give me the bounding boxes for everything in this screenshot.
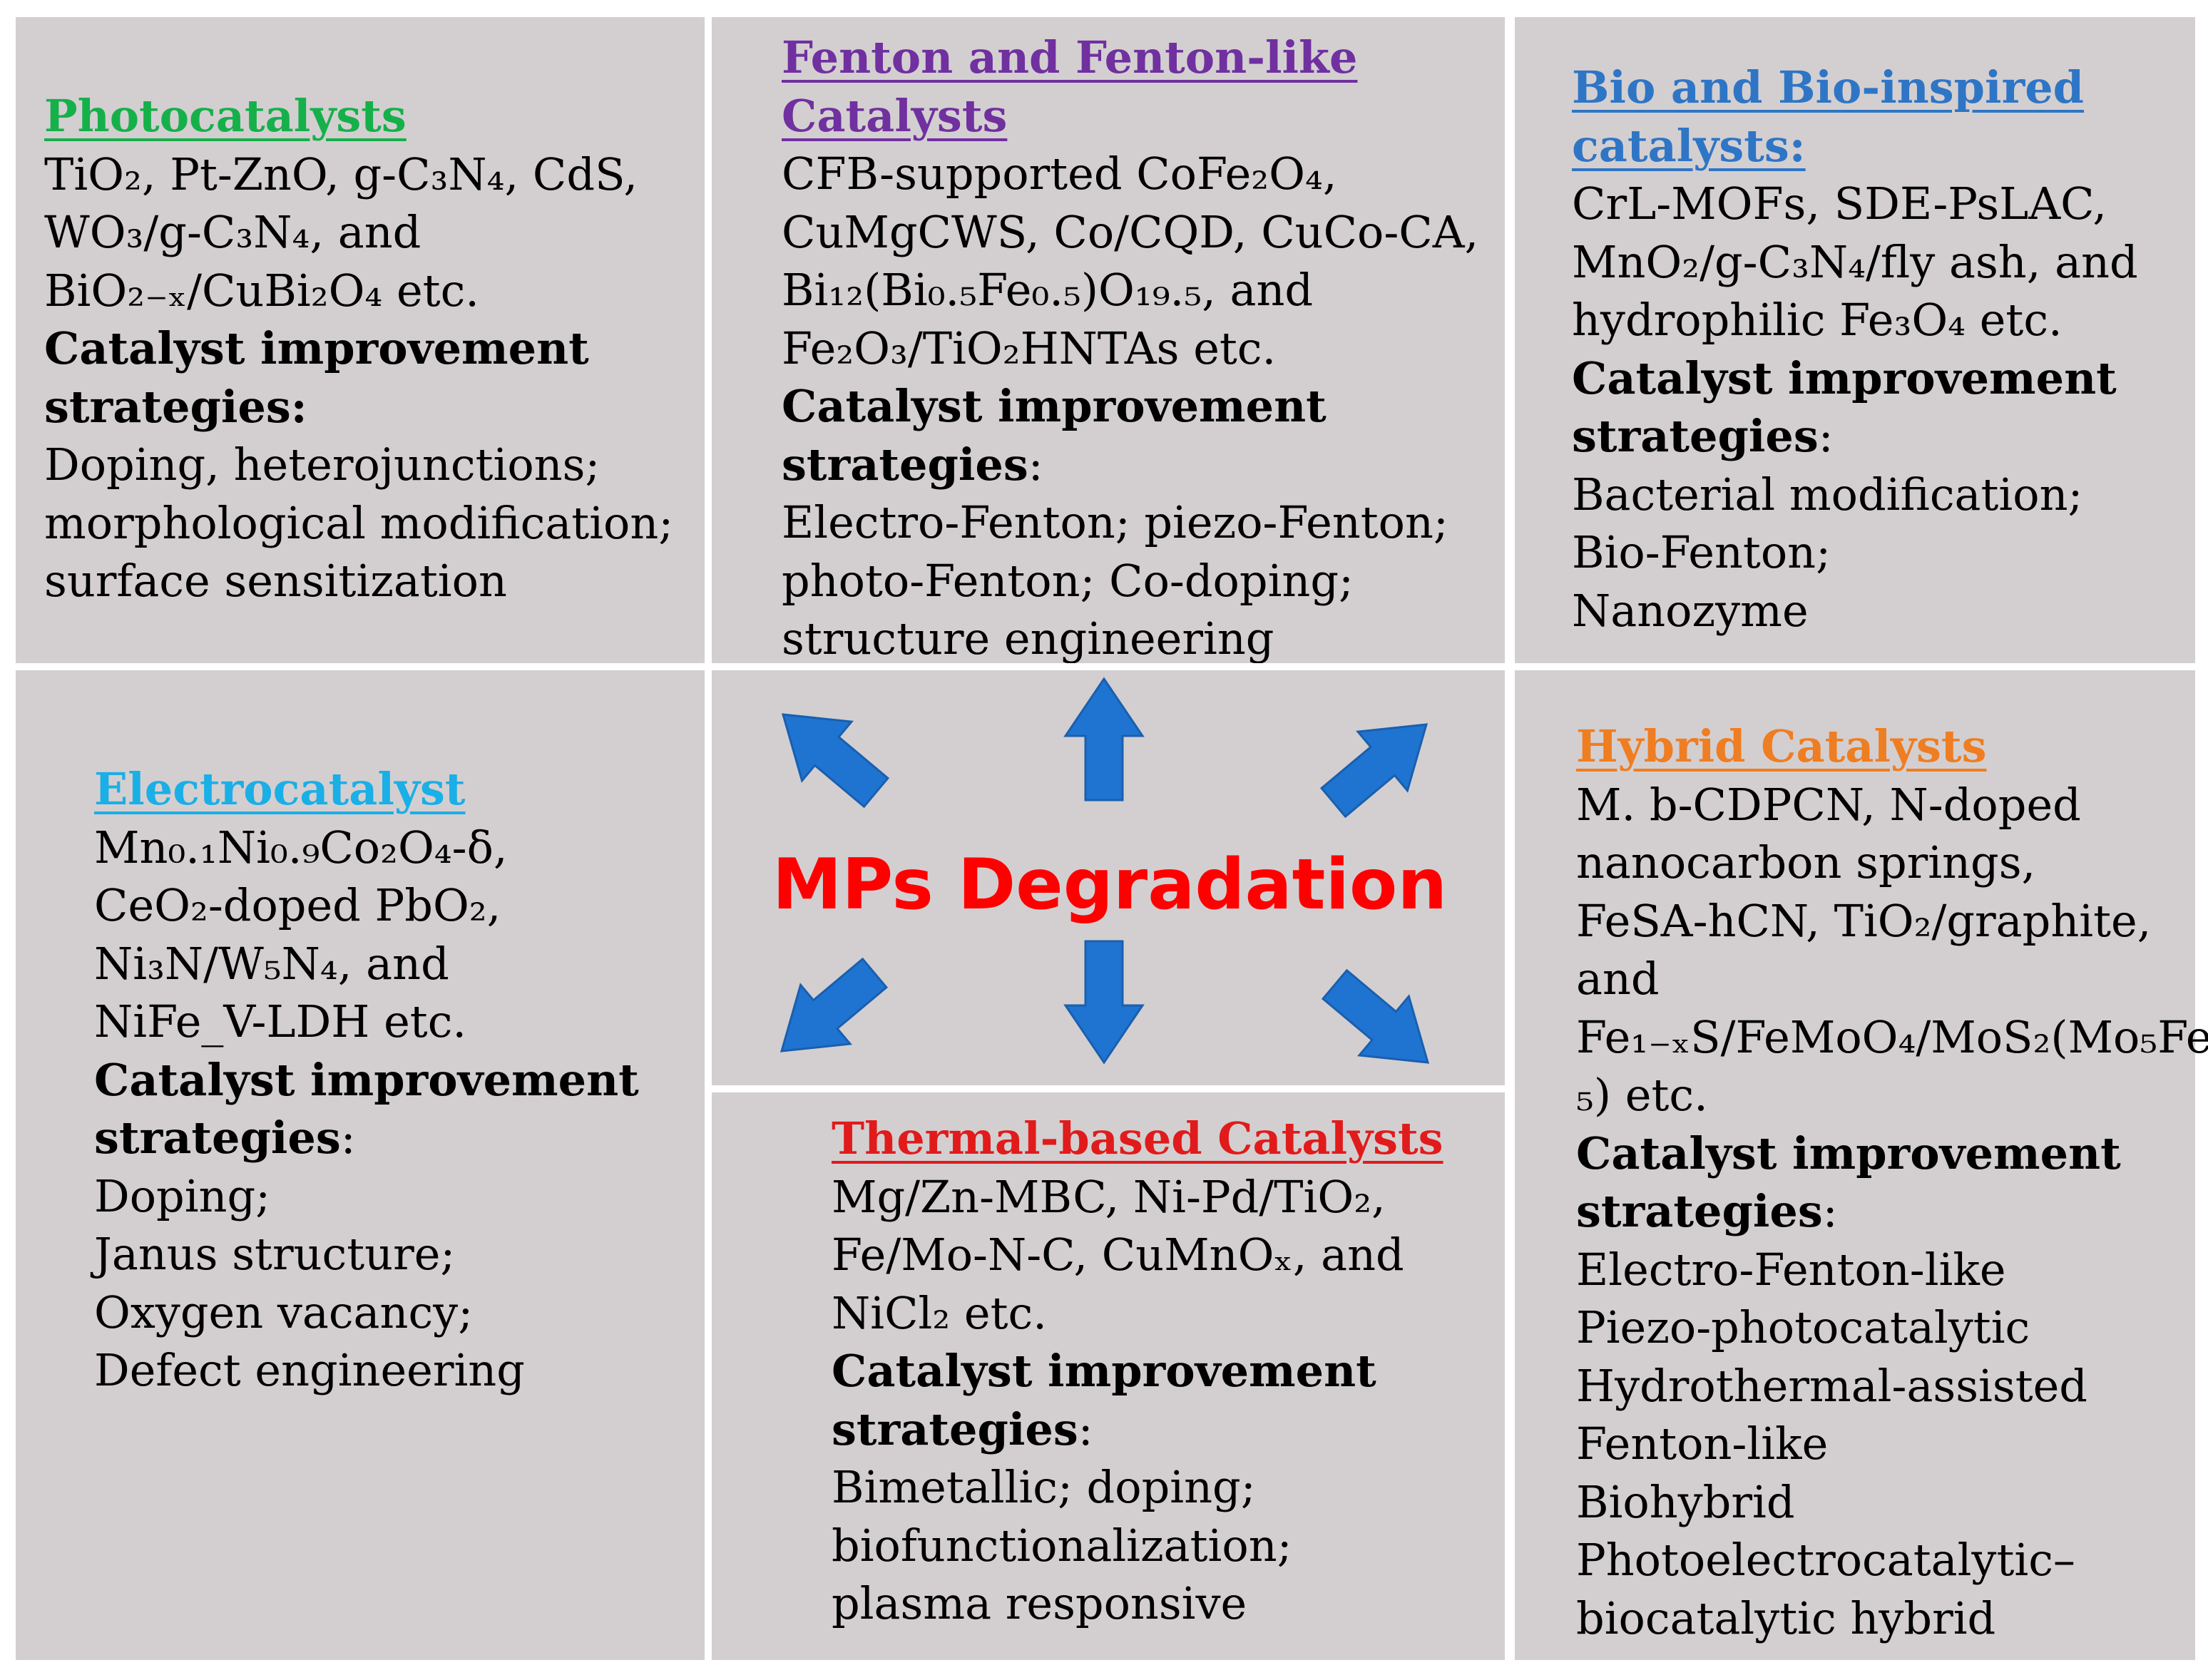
bio-text: Bio and Bio-inspired catalysts: CrL-MOFs… [1572,58,2138,640]
electro-text: Electrocatalyst Mn₀.₁Ni₀.₉Co₂O₄-δ, CeO₂-… [94,760,639,1400]
photocatalysts-strategy-heading: strategies: [44,380,307,433]
fenton-strategy-line: Electro-Fenton; piezo-Fenton; [782,496,1448,548]
divider [1505,17,1515,1660]
bio-strategy-line: Bacterial modification; [1572,468,2083,521]
fenton-strategy-heading: Catalyst improvement [782,380,1327,432]
panel-electrocatalyst [16,670,705,1660]
thermal-strategy-heading: strategies [832,1403,1078,1455]
photocatalysts-strategy-line: morphological modification; [44,496,674,549]
photocatalysts-title: Photocatalysts [44,90,407,142]
photocatalysts-strategy-line: Doping, heterojunctions; [44,439,600,491]
electro-line: Mn₀.₁Ni₀.₉Co₂O₄-δ, [94,821,508,874]
fenton-title: Catalysts [782,89,1008,142]
photocatalysts-strategy-heading: Catalyst improvement [44,322,589,374]
fenton-line: Fe₂O₃/TiO₂HNTAs etc. [782,322,1277,374]
hybrid-strategy-line: Fenton-like [1576,1418,1829,1470]
hybrid-strategy-line: biocatalytic hybrid [1576,1592,1996,1644]
arrow-down-left-icon [755,942,901,1082]
thermal-strategy-line: biofunctionalization; [832,1519,1292,1572]
electro-title: Electrocatalyst [94,763,466,815]
bio-strategy-heading: Catalyst improvement [1572,352,2117,404]
fenton-strategy-heading: strategies [782,438,1028,491]
arrow-down-right-icon [1309,953,1454,1093]
electro-strategy-line: Defect engineering [94,1344,525,1396]
fenton-title: Fenton and Fenton-like [782,31,1358,83]
fenton-strategy-line: photo-Fenton; Co-doping; [782,554,1354,607]
electro-strategy-line: Janus structure; [94,1228,456,1280]
fenton-strategy-line: structure engineering [782,613,1274,665]
panel-bio [1515,17,2195,663]
hybrid-strategy-heading: Catalyst improvement [1576,1127,2121,1179]
hybrid-strategy-line: Electro-Fenton-like [1576,1243,2006,1296]
photocatalysts-line: BiO₂₋ₓ/CuBi₂O₄ etc. [44,264,480,317]
electro-line: NiFe_V-LDH etc. [94,995,467,1048]
hybrid-strategy-line: Photoelectrocatalytic– [1576,1534,2075,1586]
thermal-line: NiCl₂ etc. [832,1286,1047,1339]
arrow-up-left-icon [757,684,902,824]
thermal-strategy-heading: Catalyst improvement [832,1345,1376,1397]
electro-strategy-line: Doping; [94,1169,271,1222]
fenton-line: CuMgCWS, Co/CQD, CuCo-CA, [782,205,1479,258]
thermal-line: Mg/Zn-MBC, Ni-Pd/TiO₂, [832,1170,1386,1223]
hybrid-line: nanocarbon springs, [1576,836,2036,888]
electro-line: CeO₂-doped PbO₂, [94,879,501,931]
bio-strategy-line: Nanozyme [1572,584,1809,637]
electro-strategy-heading: Catalyst improvement [94,1053,639,1106]
thermal-strategy-line: plasma responsive [832,1577,1247,1629]
hybrid-strategy-line: Hydrothermal-assisted [1576,1359,2087,1412]
thermal-strategy-line: Bimetallic; doping; [832,1461,1256,1513]
photocatalysts-line: TiO₂, Pt-ZnO, g-C₃N₄, CdS, [44,148,638,200]
divider [705,17,712,1660]
bio-title: catalysts: [1572,119,1806,172]
panel-thermal [712,1092,1505,1660]
hybrid-line: and [1576,953,1660,1005]
arrow-up-icon [1064,677,1144,801]
bio-title: Bio and Bio-inspired [1572,61,2085,113]
hybrid-strategy-line: Piezo-photocatalytic [1576,1301,2030,1353]
panel-fenton [712,17,1505,663]
electro-strategy-heading: strategies [94,1112,341,1164]
photocatalysts-text: Photocatalysts TiO₂, Pt-ZnO, g-C₃N₄, CdS… [44,87,673,610]
arrow-up-right-icon [1307,694,1453,834]
thermal-title: Thermal-based Catalysts [832,1112,1443,1164]
fenton-text: Fenton and Fenton-like Catalysts CFB-sup… [782,29,1478,668]
hybrid-line: Fe₁₋ₓS/FeMoO₄/MoS₂(Mo₅Fe [1576,1010,2208,1063]
hybrid-text: Hybrid Catalysts M. b-CDPCN, N-doped nan… [1576,717,2208,1647]
photocatalysts-line: WO₃/g-C₃N₄, and [44,206,421,258]
electro-line: Ni₃N/W₅N₄, and [94,937,449,990]
hybrid-line: ₅) etc. [1576,1069,1708,1121]
arrow-down-icon [1064,940,1144,1064]
bio-line: hydrophilic Fe₃O₄ etc. [1572,294,2063,346]
hybrid-line: FeSA-hCN, TiO₂/graphite, [1576,894,2152,947]
bio-line: CrL-MOFs, SDE-PsLAC, [1572,178,2107,230]
bio-strategy-line: Bio-Fenton; [1572,526,1831,578]
panel-photocatalysts [16,17,705,663]
hybrid-strategy-line: Biohybrid [1576,1475,1795,1528]
hybrid-strategy-heading: strategies [1576,1185,1823,1237]
hybrid-title: Hybrid Catalysts [1576,720,1987,772]
fenton-line: CFB-supported CoFe₂O₄, [782,148,1337,200]
divider [16,663,2195,670]
thermal-line: Fe/Mo-N-C, CuMnOₓ, and [832,1229,1404,1281]
bio-line: MnO₂/g-C₃N₄/fly ash, and [1572,235,2138,288]
photocatalysts-strategy-line: surface sensitization [44,555,507,607]
panel-hybrid [1515,670,2195,1660]
electro-strategy-line: Oxygen vacancy; [94,1286,474,1338]
bio-strategy-heading: strategies [1572,410,1819,462]
thermal-text: Thermal-based Catalysts Mg/Zn-MBC, Ni-Pd… [832,1110,1443,1633]
center-label: MPs Degradation [772,844,1447,926]
divider [712,1085,1505,1092]
fenton-line: Bi₁₂(Bi₀.₅Fe₀.₅)O₁₉.₅, and [782,264,1314,316]
hybrid-line: M. b-CDPCN, N-doped [1576,778,2081,831]
